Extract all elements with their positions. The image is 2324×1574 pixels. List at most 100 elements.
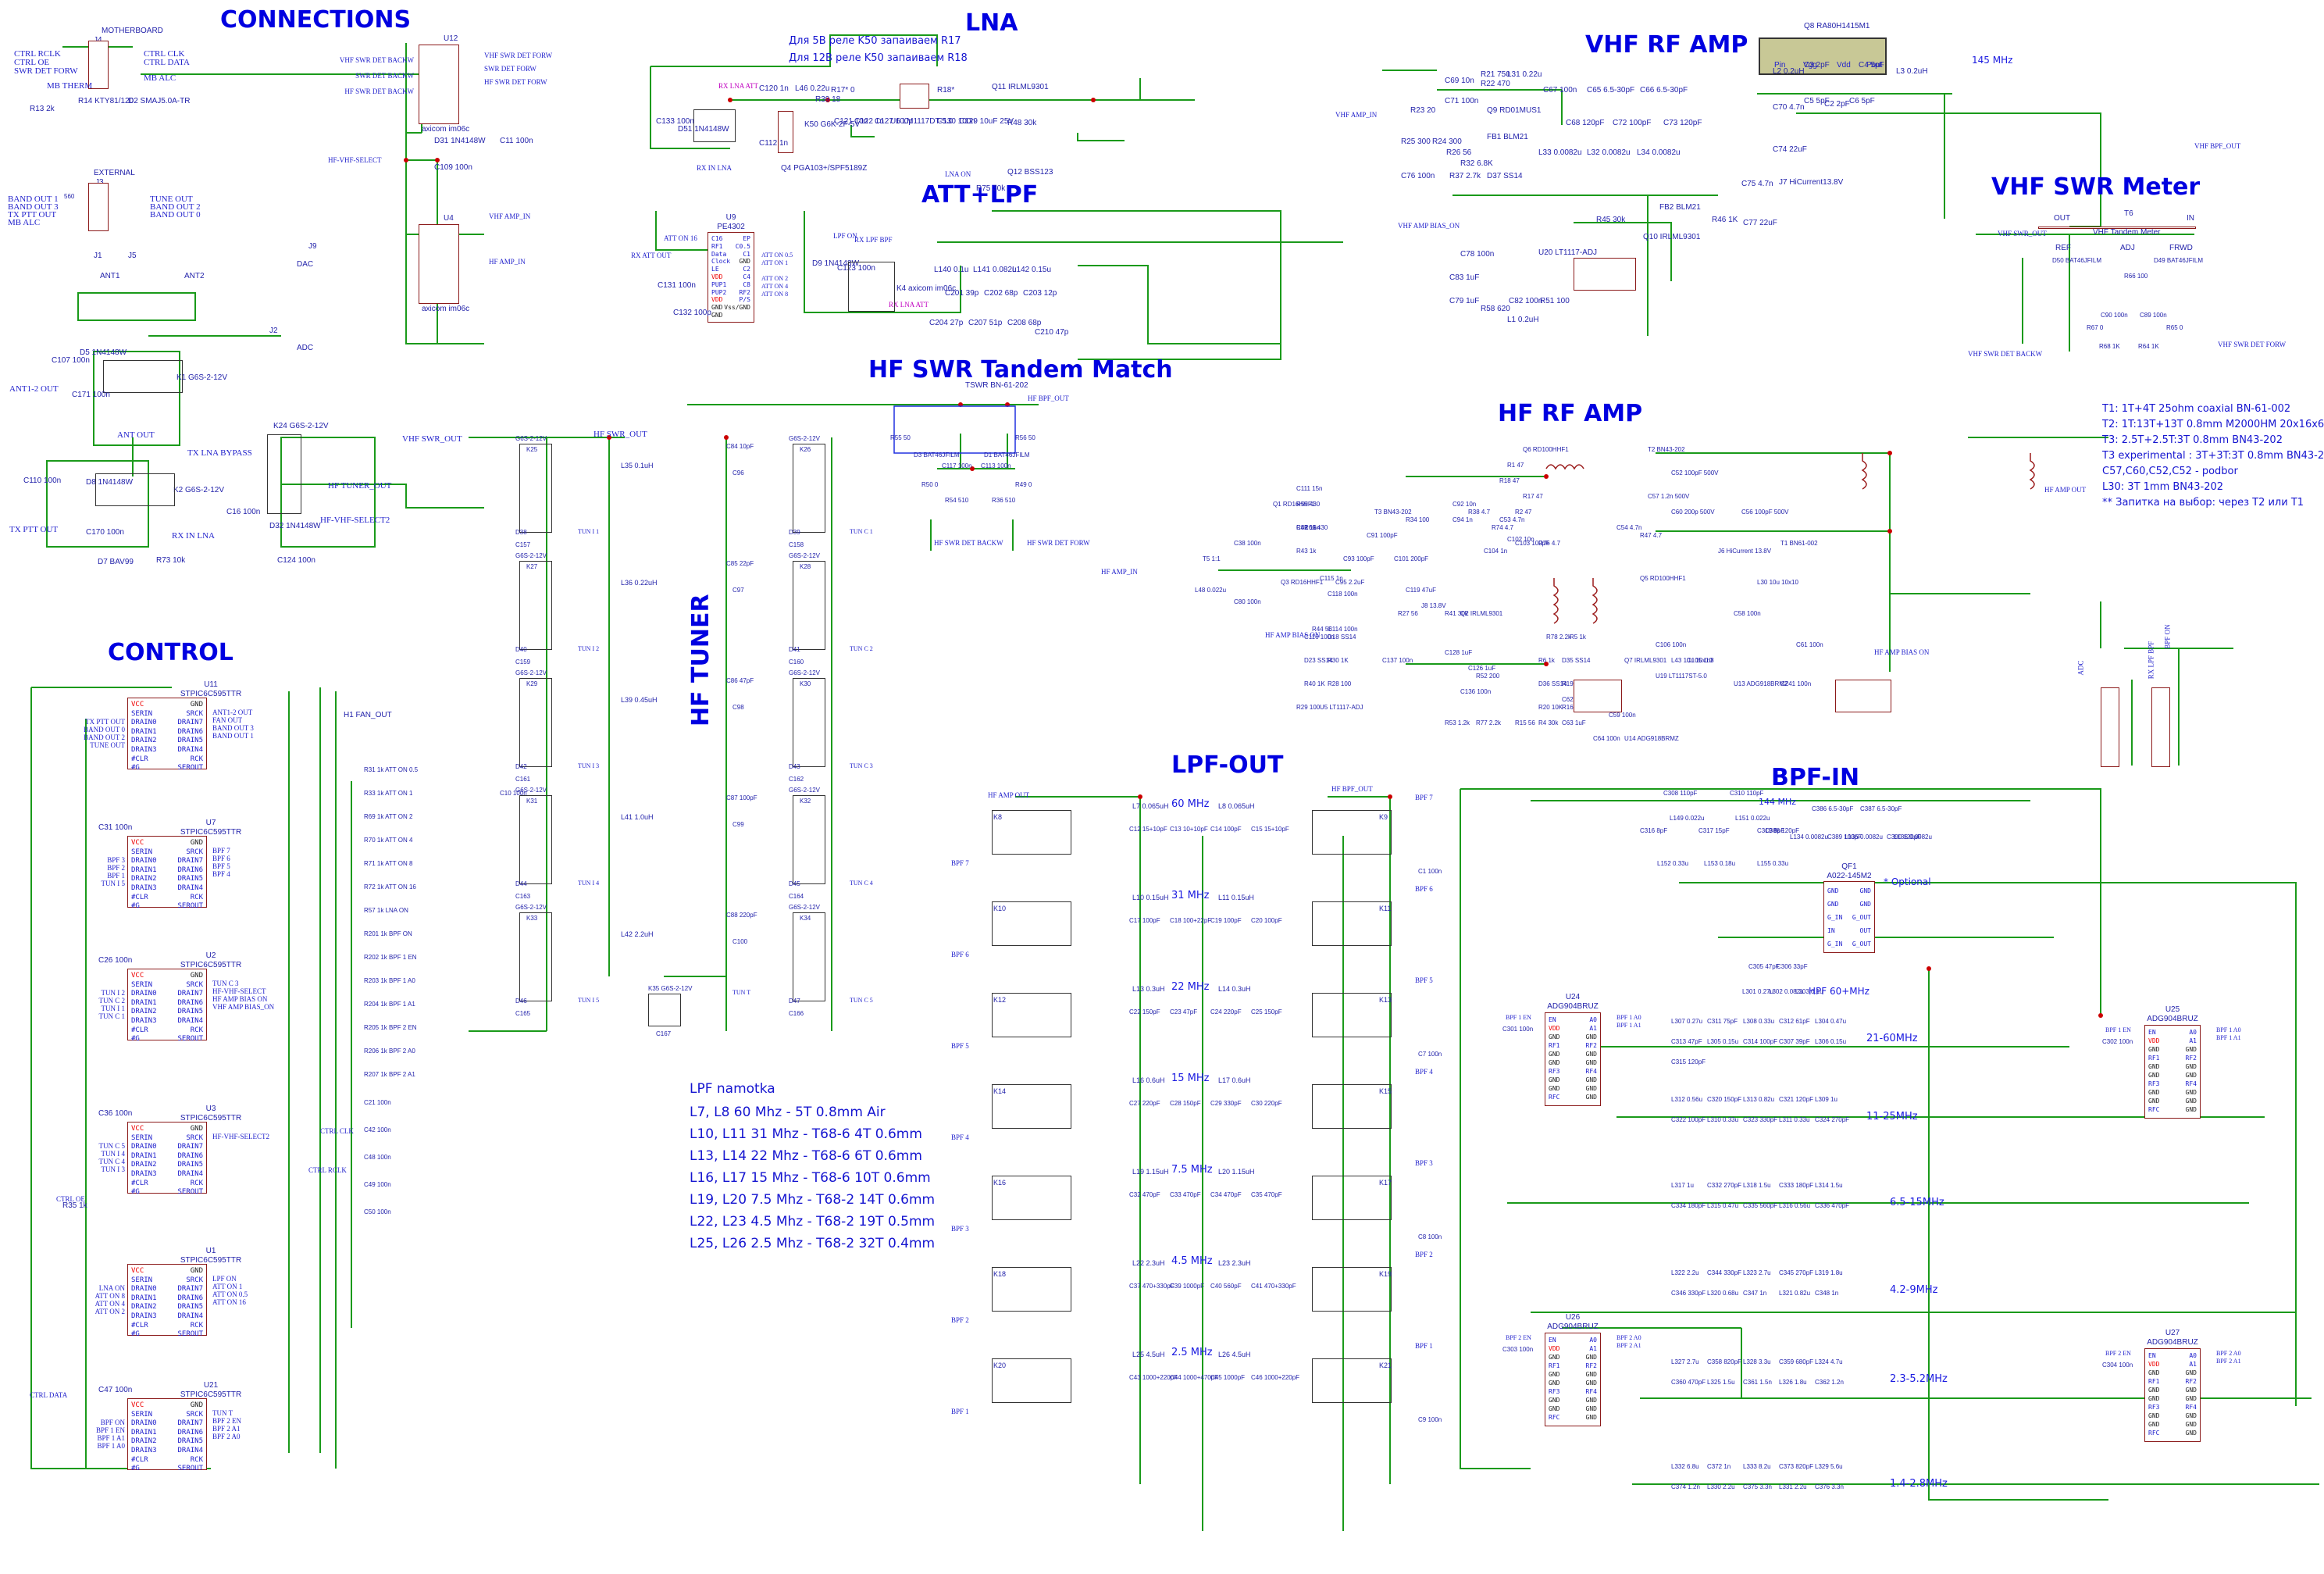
net-label: TUN I 4: [578, 880, 600, 887]
part-label: R60 430: [1304, 524, 1328, 531]
part-label: R30 1K: [1328, 657, 1349, 664]
relay-ref: K26: [800, 446, 811, 453]
part-label: L31 0.22u: [1507, 70, 1542, 79]
net-label: TUN C 3: [850, 762, 873, 769]
pin-label: DRAIN2: [131, 875, 157, 883]
part-label: R5 1k: [1570, 634, 1586, 641]
pin-label: RFC: [2148, 1106, 2160, 1113]
u12-part: axicom im06c: [422, 125, 470, 134]
pin-label: DRAIN5: [177, 737, 203, 745]
inductor-label: L36 0.22uH: [621, 579, 658, 587]
part-label: L1 0.2uH: [1507, 316, 1539, 324]
pin-label: A1: [2189, 1361, 2197, 1368]
part-label: R40 1K: [1304, 680, 1325, 687]
part-label: C313 47pF: [1671, 1038, 1702, 1045]
relay-k26: [793, 444, 825, 533]
net-rx-in-lna-2: RX IN LNA: [697, 164, 732, 172]
pin-label: VDD: [711, 273, 723, 280]
pin-label: GND: [1585, 1414, 1597, 1421]
vhf-bpf-freq: 144 MHz: [1759, 797, 1797, 807]
net-label: TUN I 2: [578, 645, 600, 652]
pin-label: RF2: [2185, 1378, 2197, 1385]
part-label: C113 100n: [981, 462, 1011, 469]
c16-label: C16 100n: [226, 508, 261, 516]
cap-label: C20 100pF: [1251, 917, 1282, 924]
part-label: C57 1.2n 500V: [1648, 493, 1690, 500]
pin-label: GND: [1549, 1085, 1560, 1092]
cap-label: C161: [515, 776, 531, 783]
vhf-freq-label: 145 MHz: [1972, 55, 2013, 66]
net-label: TUN I 1: [101, 1005, 126, 1012]
part-label: Q3 RD16HHF1: [1281, 579, 1324, 586]
lpf-namotka-line: L10, L11 31 Mhz - T68-6 4T 0.6mm: [690, 1126, 922, 1142]
bpf-band-label: 2.3-5.2MHz: [1890, 1373, 1948, 1385]
relay-ref: K8: [993, 813, 1003, 821]
inductor-label: L26 4.5uH: [1218, 1351, 1251, 1358]
part-label: C83 1uF: [1449, 273, 1480, 282]
ant2-label: ANT2: [184, 272, 205, 280]
pin-label: VCC: [131, 701, 144, 708]
part-label: L319 1.8u: [1815, 1269, 1843, 1276]
net-label: BAND OUT 1: [212, 732, 254, 740]
pullup-resistor-label: R69 1k ATT ON 2: [364, 813, 413, 820]
r48-label: R48 30k: [1007, 119, 1037, 127]
part-label: C319 8pF: [1757, 827, 1785, 834]
net-label: BPF 2: [951, 1316, 969, 1324]
pullup-resistor-label: R205 1k BPF 2 EN: [364, 1024, 417, 1031]
part-label: C64 100n: [1593, 735, 1620, 742]
relay-part-label: G6S-2-12V: [515, 787, 547, 794]
pin-label: #CLR: [131, 1455, 148, 1464]
part-label: C93 100pF: [1343, 555, 1374, 562]
net-bpf-on: BPF ON: [2163, 624, 2172, 649]
net-label: TUN C 2: [850, 645, 873, 652]
cap-label: C13 10+10pF: [1170, 826, 1208, 833]
q11-label: Q11 IRLML9301: [992, 83, 1049, 91]
part-label: L308 0.33u: [1743, 1018, 1775, 1025]
pin-label: GND: [1549, 1354, 1560, 1361]
tandem-meter-label: VHF Tandem Meter: [2093, 228, 2161, 237]
net-label: BPF 6: [951, 951, 969, 958]
part-label: C72 100pF: [1613, 119, 1652, 127]
part-label: Q1 RD16HHF1: [1273, 501, 1316, 508]
net-label: TX PTT OUT: [8, 210, 57, 220]
net-label: BPF 1 A1: [2216, 1034, 2241, 1041]
pin-label: DRAIN4: [177, 1169, 203, 1178]
relay-ref: K20: [993, 1362, 1007, 1369]
pin-label: DRAIN7: [177, 719, 203, 727]
pin-label: GND: [1585, 1085, 1597, 1092]
part-label: T3 BN43-202: [1374, 509, 1412, 516]
relay-k9: [1312, 810, 1392, 855]
section-title-hf-tuner: HF TUNER: [687, 594, 715, 726]
k50-label: K50 G6K-2F-5V: [804, 120, 861, 129]
pin-label: GND: [1859, 887, 1871, 894]
pin-label: #G: [131, 764, 140, 773]
part-label: C201 39p: [945, 289, 979, 298]
pin-label: DRAIN6: [177, 727, 203, 736]
part-label: L140 0.1u: [934, 266, 969, 274]
pin-label: SEROUT: [177, 1035, 203, 1044]
r17-label: R17* 0: [831, 86, 855, 95]
c123-label: C123 100n: [837, 264, 875, 273]
pin-label: RF4: [2185, 1404, 2197, 1411]
transformer-note: T2: 1T:13T+13T 0.8mm M2000HM 20x16x6: [2102, 419, 2324, 430]
c170-label: C170 100n: [86, 528, 124, 537]
pin-label: GND: [2185, 1063, 2197, 1070]
net-label: TUN C 4: [98, 1158, 126, 1165]
part-label: C390 120pF: [1887, 833, 1922, 841]
part-label: R64 1K: [2138, 343, 2159, 350]
chip-ref: U3: [205, 1105, 216, 1113]
part-label: C336 470pF: [1815, 1202, 1850, 1209]
part-label: D35 SS14: [1562, 657, 1591, 664]
d9-label: D9 1N4148W: [812, 259, 860, 268]
cap-label: C29 330pF: [1210, 1100, 1242, 1107]
part-label: L309 1u: [1815, 1096, 1837, 1103]
pin-label: DRAIN6: [177, 1428, 203, 1437]
net-label: BPF 1 A1: [97, 1434, 125, 1442]
part-label: R36 510: [992, 497, 1016, 504]
